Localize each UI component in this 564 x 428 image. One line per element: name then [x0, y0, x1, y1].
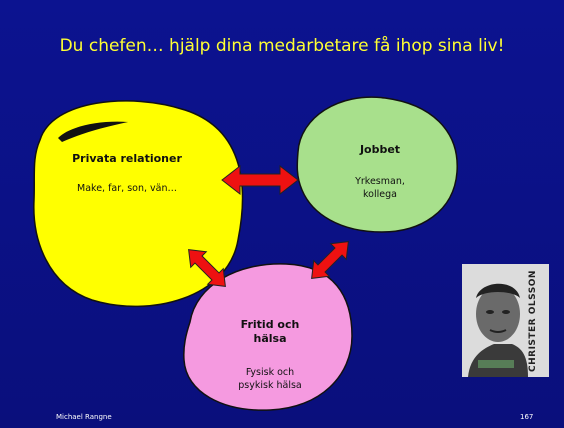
- jobbet-body-line2: kollega: [363, 189, 397, 200]
- privata-body: Make, far, son, vän…: [77, 183, 177, 194]
- bubble-fritid-shape: [183, 263, 353, 411]
- arrow-privata-fritid: [188, 249, 226, 287]
- arrow-jobbet-fritid: [311, 241, 349, 279]
- footer-page-number: 167: [520, 413, 534, 421]
- portrait-caption: CHRISTER OLSSON: [526, 268, 542, 372]
- fritid-heading-line2: hälsa: [253, 332, 287, 345]
- arrow-privata-jobbet: [221, 164, 299, 196]
- bubble-jobbet-shape: [296, 96, 458, 233]
- slide-title: Du chefen… hjälp dina medarbetare få iho…: [59, 36, 505, 56]
- fritid-body-line1: Fysisk och: [245, 367, 295, 378]
- jobbet-heading: Jobbet: [359, 143, 401, 156]
- privata-heading: Privata relationer: [72, 152, 182, 165]
- jobbet-body-line1: Yrkesman,: [355, 176, 405, 187]
- fritid-heading-line1: Fritid och: [240, 318, 300, 331]
- portrait-image: [462, 264, 549, 377]
- footer-author: Michael Rangne: [56, 413, 112, 421]
- portrait-photo: [462, 264, 549, 377]
- portrait-name: CHRISTER OLSSON: [528, 270, 538, 372]
- fritid-body-line2: psykisk hälsa: [238, 380, 302, 391]
- bubble-privata-shine: [58, 121, 128, 142]
